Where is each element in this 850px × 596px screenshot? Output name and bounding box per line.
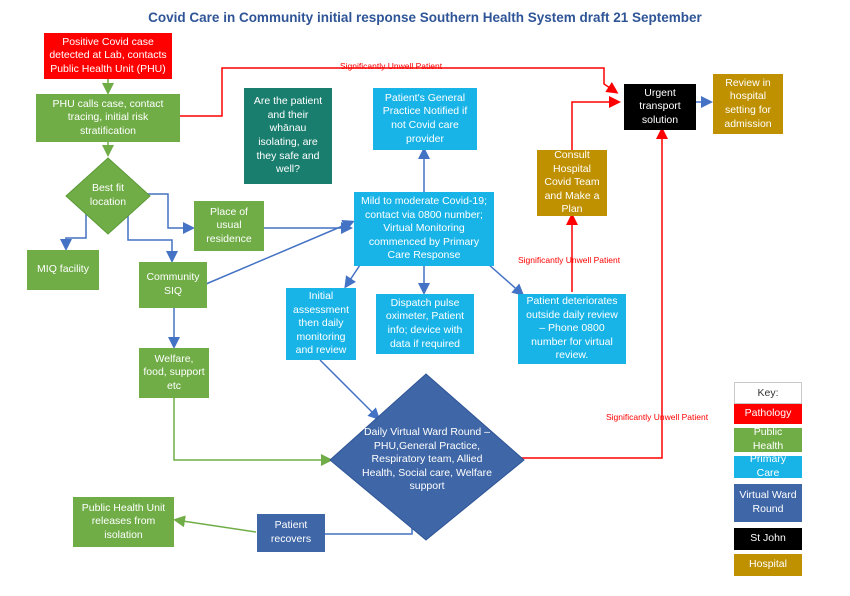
- arrow-bestfit-to-residence: [148, 193, 195, 234]
- diagram-title: Covid Care in Community initial response…: [148, 10, 702, 25]
- virtual-ward-diamond: [329, 373, 525, 541]
- consult-hospital-node: Consult Hospital Covid Team and Make a P…: [537, 149, 607, 216]
- edge-label-unwell-middle: Significantly Unwell Patient: [518, 255, 621, 265]
- arrow-ward-to-urgent: [520, 127, 668, 459]
- arrow-phu-to-urgent: [180, 67, 619, 117]
- key-item-hospital: Hospital: [734, 554, 802, 576]
- patient-recovers-node: Patient recovers: [257, 514, 325, 552]
- dispatch-oximeter-node: Dispatch pulse oximeter, Patient info; d…: [376, 294, 474, 354]
- arrow-bestfit-to-miq: [60, 214, 87, 251]
- isolating-question-node: Are the patient and their whānau isolati…: [244, 88, 332, 184]
- review-hospital-node: Review in hospital setting for admission: [713, 74, 783, 134]
- usual-residence-node: Place of usual residence: [194, 201, 264, 251]
- arrow-mild-to-initial: [344, 261, 363, 289]
- key-item-public-health: Public Health: [734, 426, 802, 452]
- gp-notified-node: Patient's General Practice Notified if n…: [373, 88, 477, 150]
- key-item-virtual-ward: Virtual Ward Round: [734, 484, 802, 522]
- key-item-st-john: St John: [734, 528, 802, 550]
- positive-case-node: Positive Covid case detected at Lab, con…: [44, 33, 172, 79]
- mild-moderate-node: Mild to moderate Covid-19; contact via 0…: [354, 192, 494, 266]
- arrow-initial-to-ward: [319, 359, 381, 421]
- best-fit-label: Best fit location: [89, 182, 127, 208]
- arrow-recovers-to-release: [173, 515, 257, 533]
- key-item-pathology: Pathology: [734, 404, 802, 424]
- key-item-primary-care: Primary Care: [734, 453, 802, 479]
- edge-label-unwell-bottom: Significantly Unwell Patient: [606, 412, 709, 422]
- phu-calls-node: PHU calls case, contact tracing, initial…: [36, 94, 180, 142]
- community-siq-node: Community SIQ: [139, 262, 207, 308]
- arrow-welfare-to-ward: [173, 398, 333, 466]
- key-title: Key:: [734, 382, 802, 404]
- welfare-node: Welfare, food, support etc: [139, 348, 209, 398]
- arrow-consult-to-urgent: [571, 96, 621, 150]
- best-fit-diamond: [65, 157, 151, 235]
- arrow-bestfit-to-siq: [127, 214, 178, 263]
- virtual-ward-label: Daily Virtual Ward Round – PHU,General P…: [362, 425, 492, 493]
- patient-deteriorates-node: Patient deteriorates outside daily revie…: [518, 294, 626, 364]
- arrow-siq-to-mild: [205, 219, 355, 285]
- phu-releases-node: Public Health Unit releases from isolati…: [73, 497, 174, 547]
- arrow-mild-to-deteriorates: [487, 263, 525, 296]
- edge-label-unwell-top: Significantly Unwell Patient: [340, 61, 443, 71]
- miq-node: MIQ facility: [27, 250, 99, 290]
- initial-assessment-node: Initial assessment then daily monitoring…: [286, 288, 356, 360]
- urgent-transport-node: Urgent transport solution: [624, 84, 696, 130]
